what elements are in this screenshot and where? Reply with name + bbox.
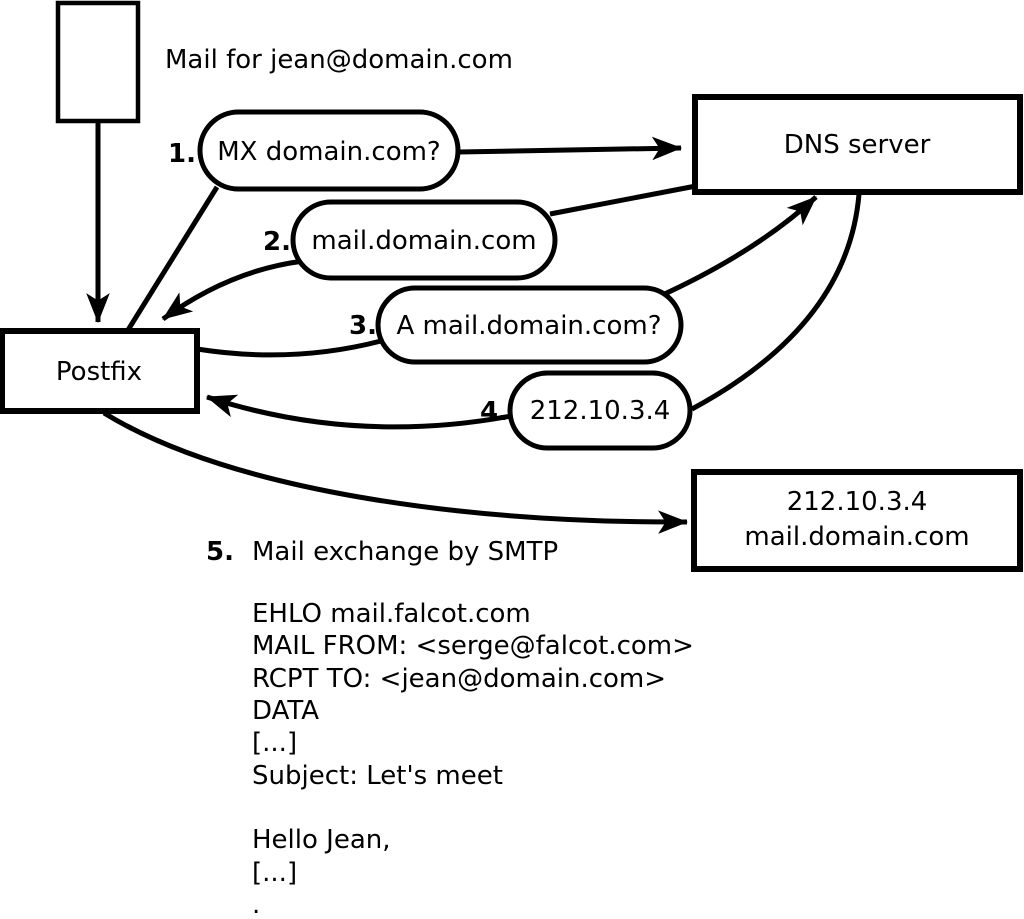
- mail-server-hostname: mail.domain.com: [744, 522, 969, 552]
- arrow-step1-to-dns: [458, 136, 683, 161]
- step4-number: 4.: [480, 397, 508, 427]
- smtp-line: Hello Jean,: [252, 825, 391, 855]
- smtp-line: DATA: [252, 696, 319, 726]
- step4-label: 212.10.3.4: [530, 396, 671, 426]
- arrow-step2-to-postfix: [161, 258, 305, 322]
- smtp-line: [...]: [252, 728, 297, 758]
- step5-label: Mail exchange by SMTP: [252, 537, 558, 567]
- line-postfix-to-step3: [196, 338, 382, 358]
- smtp-session-block: EHLO mail.falcot.com MAIL FROM: <serge@f…: [252, 599, 694, 919]
- smtp-line: RCPT TO: <jean@domain.com>: [252, 664, 666, 694]
- step3-label: A mail.domain.com?: [397, 311, 662, 341]
- step2-label: mail.domain.com: [311, 226, 536, 256]
- diagram-title: Mail for jean@domain.com: [165, 45, 513, 75]
- line-postfix-to-step1: [125, 185, 220, 332]
- smtp-line: MAIL FROM: <serge@falcot.com>: [252, 631, 694, 661]
- step4-bubble: [507, 370, 693, 451]
- smtp-line: [...]: [252, 858, 297, 888]
- dns-server-box: [692, 94, 1023, 195]
- step3-number: 3.: [349, 311, 377, 341]
- arrow-postfix-to-mailserver: [102, 410, 689, 534]
- step1-label: MX domain.com?: [217, 137, 440, 167]
- step1-number: 1.: [168, 139, 196, 169]
- line-dns-to-step4: [690, 193, 862, 412]
- step2-bubble: [290, 199, 558, 281]
- smtp-line: Subject: Let's meet: [252, 761, 503, 791]
- postfix-label: Postfix: [56, 357, 142, 387]
- mail-message-box: [55, 0, 141, 124]
- arrow-step3-to-dns: [656, 195, 818, 300]
- step5-number: 5.: [206, 537, 234, 567]
- postfix-box: [0, 328, 200, 414]
- smtp-line: EHLO mail.falcot.com: [252, 599, 531, 629]
- mail-server-box: [691, 469, 1023, 572]
- step2-number: 2.: [263, 227, 291, 257]
- dns-server-label: DNS server: [784, 130, 931, 160]
- mail-server-ip: 212.10.3.4: [787, 487, 928, 517]
- smtp-line: .: [252, 890, 260, 919]
- arrow-step4-to-postfix: [205, 394, 512, 430]
- step3-bubble: [375, 285, 684, 365]
- line-dns-to-step2: [549, 183, 697, 217]
- step1-bubble: [197, 109, 461, 192]
